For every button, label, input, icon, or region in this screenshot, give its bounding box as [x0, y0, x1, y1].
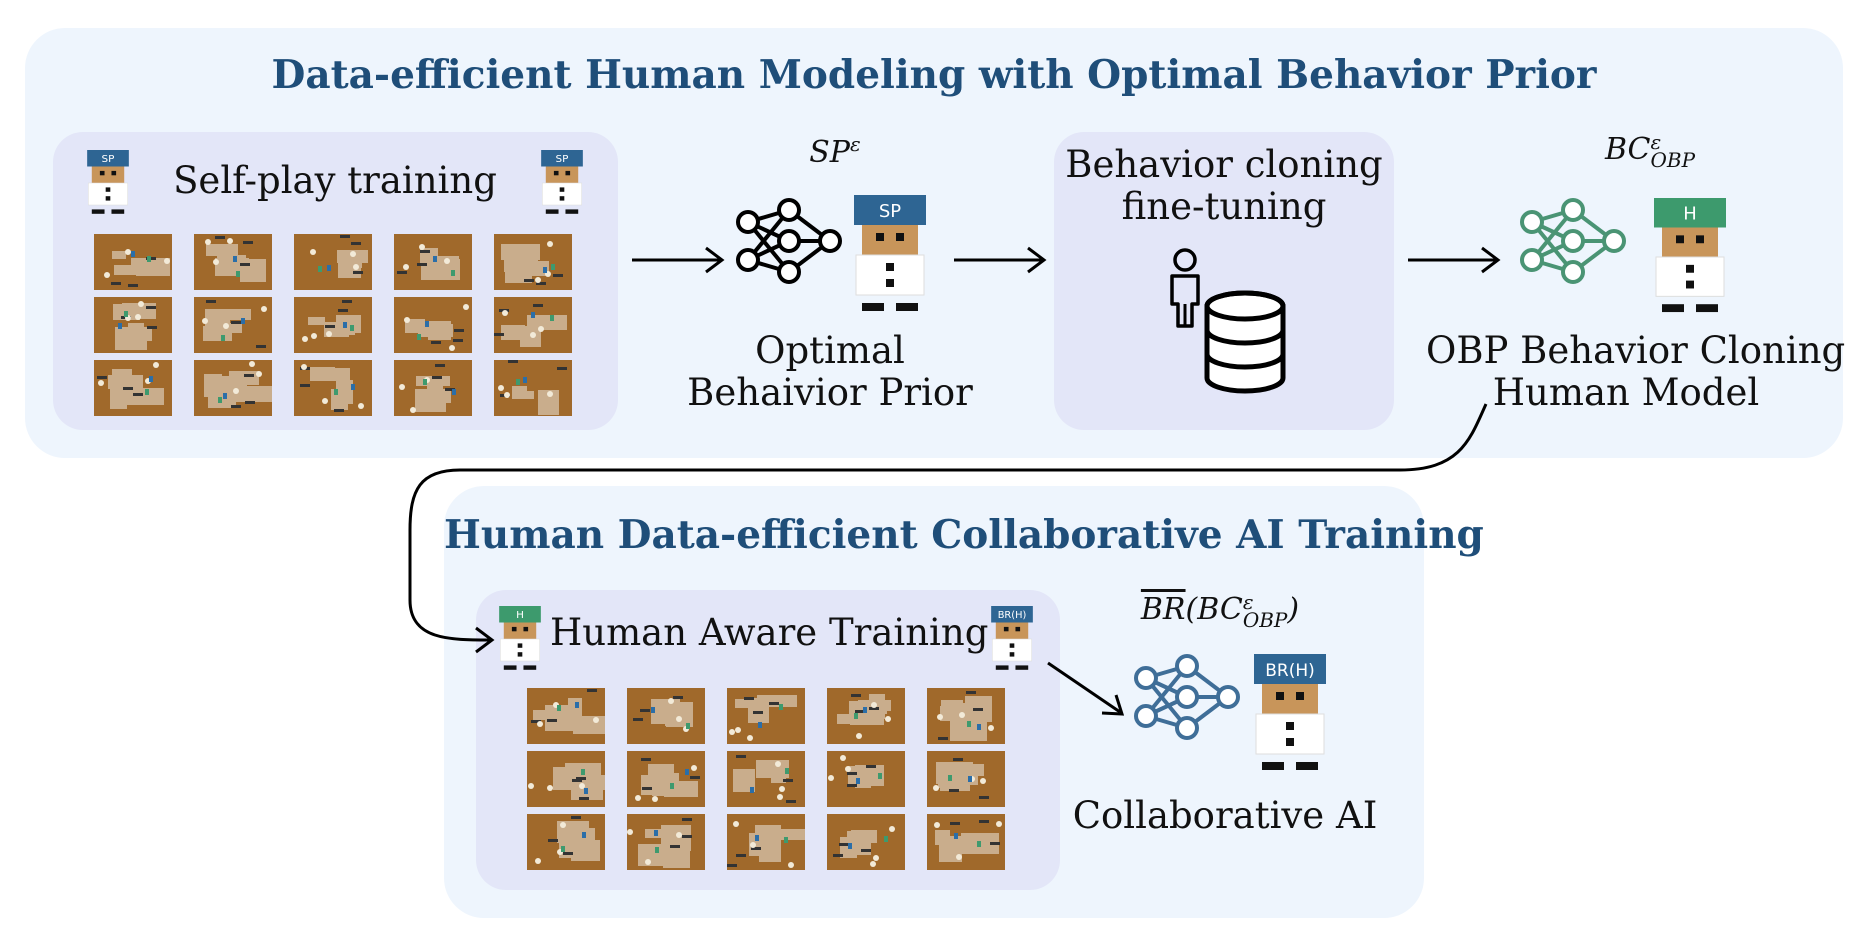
kitchen-map-thumbnail	[194, 297, 272, 353]
selfplay-map-grid	[94, 234, 572, 416]
network-node	[1520, 248, 1544, 272]
chef-hat-label: BR(H)	[998, 610, 1027, 621]
sp-chef-icon: SP	[852, 195, 928, 315]
selfplay-label: Self-play training	[173, 159, 497, 202]
h-chef-icon: H	[1652, 198, 1728, 316]
bc-label-line2: fine-tuning	[1121, 185, 1327, 228]
network-node	[1175, 685, 1199, 709]
neural-network-icon	[1520, 198, 1626, 284]
human-aware-map-grid	[527, 688, 1005, 870]
chef-hat-label: H	[516, 610, 524, 621]
kitchen-map-thumbnail	[727, 688, 805, 744]
kitchen-map-thumbnail	[827, 688, 905, 744]
kitchen-map-thumbnail	[394, 360, 472, 416]
bc-label-line1: Behavior cloning	[1065, 143, 1383, 186]
kitchen-map-thumbnail	[827, 751, 905, 807]
neural-network-icon	[736, 198, 842, 284]
arrow-icon	[1047, 661, 1125, 716]
kitchen-map-thumbnail	[494, 234, 572, 290]
chef-hat-label: SP	[556, 154, 569, 165]
network-node	[736, 248, 760, 272]
chef-hat-label: BR(H)	[1265, 661, 1315, 681]
network-node	[1216, 685, 1240, 709]
brh-chef-icon: BR(H)	[1252, 654, 1328, 774]
optimal-label-line1: Optimal	[755, 329, 905, 372]
network-node	[818, 229, 842, 253]
kitchen-map-thumbnail	[627, 688, 705, 744]
bottom-section-title: Human Data-efficient Collaborative AI Tr…	[444, 512, 1484, 558]
chef-hat-label: SP	[879, 201, 901, 222]
kitchen-map-thumbnail	[627, 814, 705, 870]
kitchen-map-thumbnail	[527, 688, 605, 744]
arrow-icon	[632, 246, 725, 274]
network-node	[1134, 666, 1158, 690]
kitchen-map-thumbnail	[94, 234, 172, 290]
kitchen-map-thumbnail	[94, 360, 172, 416]
network-node	[1561, 260, 1585, 284]
kitchen-map-thumbnail	[294, 360, 372, 416]
chef-hat-label: H	[1683, 204, 1697, 225]
network-node	[1561, 198, 1585, 222]
kitchen-map-thumbnail	[527, 751, 605, 807]
arrow-icon	[954, 246, 1047, 274]
network-node	[1602, 229, 1626, 253]
network-node	[777, 260, 801, 284]
kitchen-map-thumbnail	[294, 234, 372, 290]
person-icon	[1170, 248, 1200, 328]
network-node	[1175, 654, 1199, 678]
kitchen-map-thumbnail	[294, 297, 372, 353]
neural-network-icon	[1134, 654, 1240, 740]
human-aware-label: Human Aware Training	[550, 611, 989, 654]
kitchen-map-thumbnail	[394, 297, 472, 353]
kitchen-map-thumbnail	[94, 297, 172, 353]
chef-hat-label: SP	[102, 154, 115, 165]
top-section-title: Data-efficient Human Modeling with Optim…	[271, 52, 1597, 98]
kitchen-map-thumbnail	[627, 751, 705, 807]
network-node	[1561, 229, 1585, 253]
kitchen-map-thumbnail	[394, 234, 472, 290]
network-node	[1520, 210, 1544, 234]
kitchen-map-thumbnail	[494, 297, 572, 353]
sp-chef-small-left-icon: SP	[86, 150, 130, 216]
network-node	[777, 198, 801, 222]
network-node	[1175, 716, 1199, 740]
obp-label-line1: OBP Behavior Cloning	[1426, 329, 1846, 372]
sp-chef-small-right-icon: SP	[540, 150, 584, 216]
database-icon	[1204, 290, 1286, 394]
kitchen-map-thumbnail	[194, 234, 272, 290]
kitchen-map-thumbnail	[194, 360, 272, 416]
kitchen-map-thumbnail	[727, 814, 805, 870]
obp-label-line2: Human Model	[1492, 371, 1760, 414]
collab-label: Collaborative AI	[1072, 794, 1378, 837]
brh-chef-small-icon: BR(H)	[990, 606, 1034, 672]
kitchen-map-thumbnail	[494, 360, 572, 416]
sp-epsilon-math: SPε	[809, 132, 861, 170]
kitchen-map-thumbnail	[927, 688, 1005, 744]
arrow-icon	[1408, 246, 1501, 274]
network-node	[1134, 704, 1158, 728]
network-node	[777, 229, 801, 253]
h-chef-small-icon: H	[498, 606, 542, 672]
kitchen-map-thumbnail	[827, 814, 905, 870]
optimal-label-line2: Behaivior Prior	[687, 371, 973, 414]
kitchen-map-thumbnail	[527, 814, 605, 870]
kitchen-map-thumbnail	[727, 751, 805, 807]
kitchen-map-thumbnail	[927, 751, 1005, 807]
kitchen-map-thumbnail	[927, 814, 1005, 870]
network-node	[736, 210, 760, 234]
